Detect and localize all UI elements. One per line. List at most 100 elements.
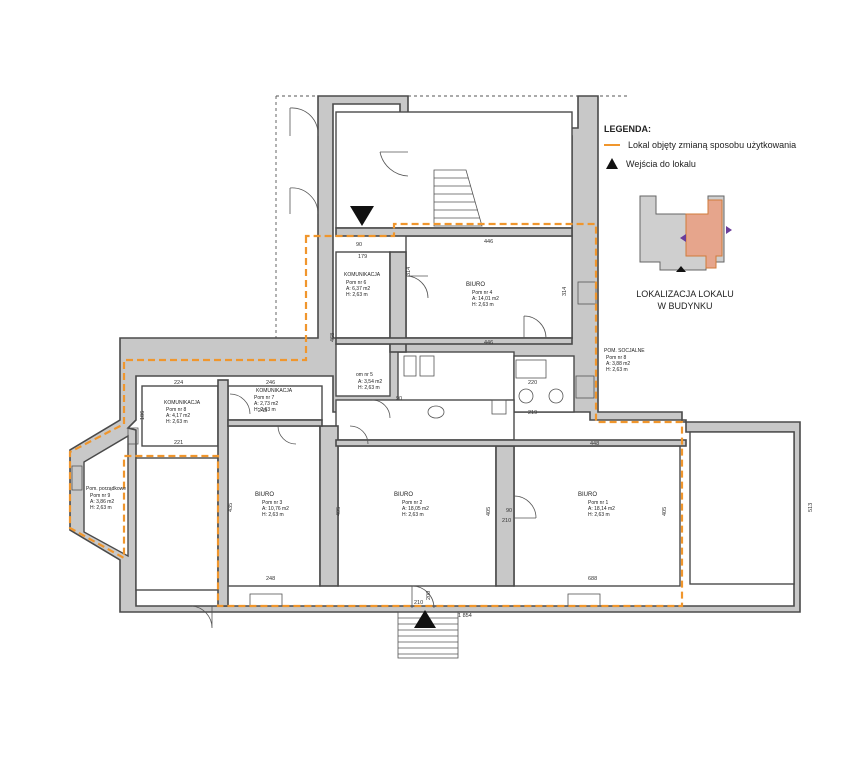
svg-text:186: 186 [140, 411, 146, 420]
svg-text:Pom nr 4: Pom nr 4 [472, 290, 493, 296]
svg-text:BIURO: BIURO [466, 282, 485, 288]
entrance-marker-bottom [414, 610, 436, 628]
svg-text:Pom nr 8: Pom nr 8 [606, 355, 627, 361]
svg-text:245: 245 [258, 408, 267, 414]
location-label: LOKALIZACJA LOKALU W BUDYNKU [610, 288, 760, 312]
svg-text:90: 90 [506, 508, 512, 514]
svg-text:1 854: 1 854 [458, 613, 472, 619]
svg-text:A: 4,17 m2: A: 4,17 m2 [166, 413, 190, 419]
svg-text:Pom nr 3: Pom nr 3 [262, 500, 283, 506]
location-label-line1: LOKALIZACJA LOKALU [636, 289, 734, 299]
svg-text:KOMUNIKACJA: KOMUNIKACJA [164, 400, 201, 406]
room-6-floor [335, 251, 391, 339]
entrance-marker-top [350, 206, 374, 226]
svg-text:446: 446 [484, 239, 493, 245]
svg-text:405: 405 [336, 507, 342, 516]
triangle-icon [606, 158, 618, 169]
svg-text:H: 2,63 m: H: 2,63 m [472, 302, 494, 308]
svg-text:210: 210 [414, 600, 423, 606]
orange-line-icon [604, 144, 620, 146]
svg-text:513: 513 [808, 503, 814, 512]
room-5-label: om nr 5 A: 3,54 m2 H: 2,63 m [356, 372, 382, 391]
room-9-label: Pom. porządkowe Pom nr 9 A: 3,86 m2 H: 2… [86, 486, 126, 511]
svg-text:POM. SOCJALNE: POM. SOCJALNE [604, 348, 645, 354]
svg-text:A: 14,01 m2: A: 14,01 m2 [472, 296, 499, 302]
svg-text:200: 200 [426, 591, 432, 600]
svg-text:H: 2,63 m: H: 2,63 m [606, 367, 628, 373]
svg-text:688: 688 [588, 576, 597, 582]
svg-text:H: 2,63 m: H: 2,63 m [90, 505, 112, 511]
svg-text:A: 3,54 m2: A: 3,54 m2 [358, 379, 382, 385]
storage-pentagon [83, 434, 129, 558]
svg-text:BIURO: BIURO [255, 492, 274, 498]
svg-text:314: 314 [406, 267, 412, 276]
svg-text:A: 18,05 m2: A: 18,05 m2 [402, 506, 429, 512]
svg-text:H: 2,63 m: H: 2,63 m [166, 419, 188, 425]
location-minimap [639, 195, 732, 272]
room-4-label: BIURO Pom nr 4 A: 14,01 m2 H: 2,63 m [466, 282, 499, 308]
room-6-label: KOMUNIKACJA Pom nr 6 A: 6,37 m2 H: 2,63 … [344, 272, 381, 298]
legend-entry-label: Wejścia do lokalu [626, 158, 696, 169]
minimap-entry-marker-right [726, 226, 732, 234]
svg-text:BIURO: BIURO [394, 492, 413, 498]
svg-text:KOMUNIKACJA: KOMUNIKACJA [256, 388, 293, 394]
svg-text:BIURO: BIURO [578, 492, 597, 498]
dimension-labels: 446 446 314 314 468 448 513 1 854 224 22… [140, 239, 814, 619]
svg-text:246: 246 [266, 380, 275, 386]
svg-text:A: 10,76 m2: A: 10,76 m2 [262, 506, 289, 512]
svg-text:H: 2,63 m: H: 2,63 m [402, 512, 424, 518]
svg-text:H: 2,63 m: H: 2,63 m [262, 512, 284, 518]
premises-outline [68, 222, 684, 608]
legend-title: LEGENDA: [604, 124, 651, 134]
room-1-floor [513, 445, 681, 587]
svg-text:Pom. porządkowe: Pom. porządkowe [86, 486, 126, 492]
svg-text:H: 2,63 m: H: 2,63 m [254, 407, 276, 413]
svg-text:Pom nr 9: Pom nr 9 [90, 493, 111, 499]
svg-text:179: 179 [358, 254, 367, 260]
svg-text:H: 2,63 m: H: 2,63 m [588, 512, 610, 518]
room-1-label: BIURO Pom nr 1 A: 18,14 m2 H: 2,63 m [578, 492, 615, 518]
svg-text:210: 210 [502, 518, 511, 524]
svg-text:90: 90 [396, 396, 402, 402]
svg-text:A: 3,88 m2: A: 3,88 m2 [606, 361, 630, 367]
right-annex-room [689, 431, 795, 585]
svg-text:224: 224 [174, 380, 183, 386]
svg-text:435: 435 [228, 503, 234, 512]
svg-text:A: 3,86 m2: A: 3,86 m2 [90, 499, 114, 505]
corridor-area [335, 399, 515, 441]
svg-text:220: 220 [528, 380, 537, 386]
stairwell-room [135, 457, 219, 591]
room-3-floor [227, 425, 321, 587]
location-label-line2: W BUDYNKU [657, 301, 713, 311]
svg-text:Pom nr 6: Pom nr 6 [346, 280, 367, 286]
room-3-label: BIURO Pom nr 3 A: 10,76 m2 H: 2,63 m [255, 492, 289, 518]
room-5-floor [335, 343, 391, 397]
svg-text:405: 405 [662, 507, 668, 516]
svg-text:219: 219 [528, 410, 537, 416]
svg-text:446: 446 [484, 340, 493, 346]
minimap-entry-marker-left [680, 234, 686, 242]
legend-line-label: Lokal objęty zmianą sposobu użytkowania [628, 140, 797, 150]
room-4-floor [405, 235, 573, 339]
social-room-label: POM. SOCJALNE Pom nr 8 A: 3,88 m2 H: 2,6… [604, 348, 645, 373]
room-2-label: BIURO Pom nr 2 A: 18,05 m2 H: 2,63 m [394, 492, 429, 518]
svg-text:314: 314 [562, 287, 568, 296]
svg-text:A: 2,73 m2: A: 2,73 m2 [254, 401, 278, 407]
svg-text:Pom nr 8: Pom nr 8 [166, 407, 187, 413]
svg-text:H: 2,63 m: H: 2,63 m [346, 292, 368, 298]
minimap-entry-marker-bottom [676, 266, 686, 272]
svg-text:A: 18,14 m2: A: 18,14 m2 [588, 506, 615, 512]
legend-entry-marker: Wejścia do lokalu [604, 158, 696, 169]
svg-text:Pom nr 1: Pom nr 1 [588, 500, 609, 506]
svg-text:om nr 5: om nr 5 [356, 372, 373, 378]
minimap-premises [685, 199, 723, 269]
svg-text:448: 448 [590, 441, 599, 447]
bathroom-fixtures [403, 355, 564, 419]
svg-text:H: 2,63 m: H: 2,63 m [358, 385, 380, 391]
svg-text:Pom nr 7: Pom nr 7 [254, 395, 275, 401]
upper-stairs [433, 169, 483, 227]
svg-text:A: 6,37 m2: A: 6,37 m2 [346, 286, 370, 292]
svg-text:405: 405 [486, 507, 492, 516]
svg-text:Pom nr 2: Pom nr 2 [402, 500, 423, 506]
